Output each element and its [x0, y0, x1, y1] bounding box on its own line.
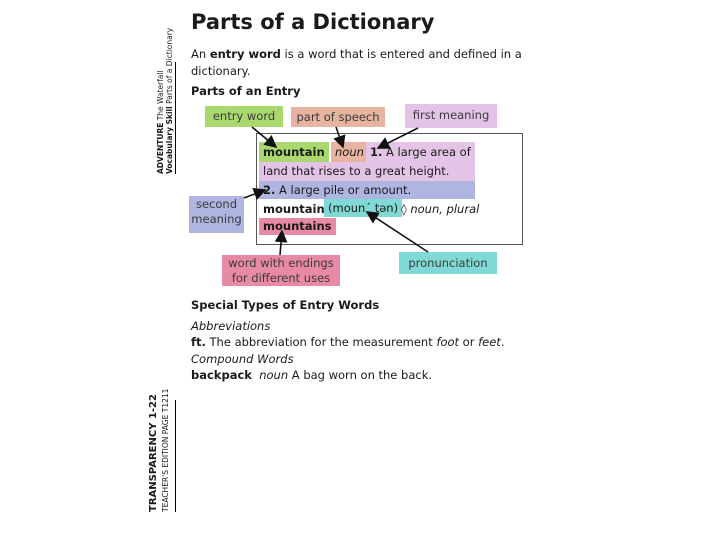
first-meaning-line1: 1. A large area of	[366, 142, 475, 162]
compound-heading: Compound Words	[191, 352, 294, 366]
abbr-heading: Abbreviations	[191, 319, 271, 333]
entry-plural-label: ◊ noun, plural	[401, 202, 480, 216]
first-meaning-line2: land that rises to a great height.	[259, 162, 475, 181]
intro-paragraph: An entry word is a word that is entered …	[191, 47, 522, 78]
pronunciation-highlight: (moun´ tən)	[324, 199, 403, 217]
label-entry-word: entry word	[205, 106, 283, 127]
entry-word-highlight: mountain	[259, 142, 329, 162]
plural-form-highlight: mountains	[259, 218, 336, 235]
label-part-of-speech: part of speech	[291, 107, 385, 127]
sidebar-top-line1: ADVENTURE The Waterfall	[156, 70, 165, 174]
sidebar-transparency: TRANSPARENCY 1-22	[148, 394, 159, 512]
special-heading: Special Types of Entry Words	[191, 298, 380, 312]
pos-highlight: noun	[331, 142, 368, 162]
label-pronunciation: pronunciation	[399, 252, 497, 274]
sidebar-edition-page: TEACHER'S EDITION PAGE T1211	[161, 388, 170, 512]
parts-heading: Parts of an Entry	[191, 84, 301, 98]
label-first-meaning: first meaning	[405, 104, 497, 128]
second-meaning-highlight: 2. A large pile or amount.	[259, 181, 475, 199]
sidebar-top-line2: Vocabulary Skill Parts of a Dictionary	[165, 27, 174, 174]
abbr-example: ft. The abbreviation for the measurement…	[191, 335, 505, 349]
sidebar-rule-bottom	[175, 400, 176, 512]
intro-term: entry word	[209, 47, 281, 61]
sidebar-rule-top	[175, 62, 176, 174]
page-title: Parts of a Dictionary	[191, 10, 435, 34]
entry-word-2: mountain	[263, 202, 325, 216]
compound-example: backpack noun A bag worn on the back.	[191, 368, 433, 382]
